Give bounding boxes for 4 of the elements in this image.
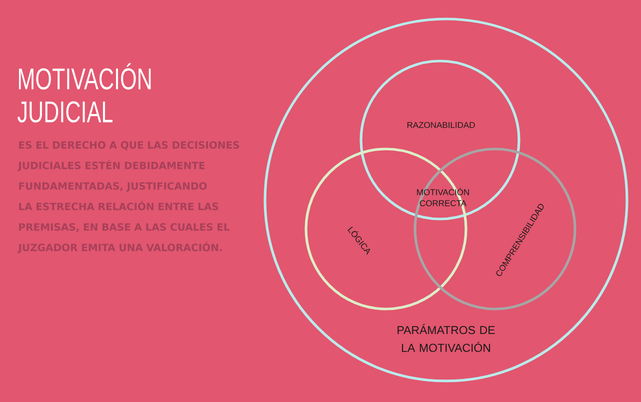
circle-label: PARÁMATROS DE LA MOTIVACIÓN <box>398 324 495 352</box>
description-text: ES EL DERECHO A QUE LAS DECISIONES JUDICIALES ESTÉN DEBIDAMENTE FUNDAMENTADAS, JUSTIFICANDO LA ESTRECHA RELACIÓN ENTRE LAS PREMISAS, EN BASE A LAS CUALES EL JUZGADOR EMITA UNA VALORACIÓN. <box>18 141 240 254</box>
circle-label: RAZONABILIDAD <box>407 122 475 128</box>
title: MOTIVACIÓN JUDICIAL <box>18 63 151 122</box>
